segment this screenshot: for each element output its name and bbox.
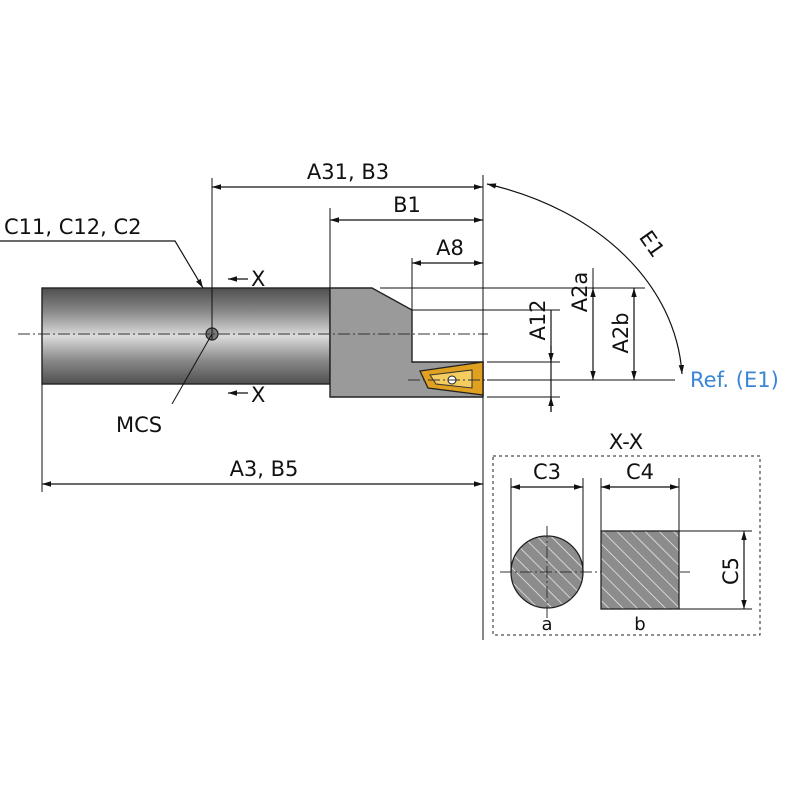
dim-e1-arc — [486, 183, 685, 375]
dimension-lines — [0, 183, 685, 487]
label-mcs: MCS — [116, 413, 162, 437]
label-c5: C5 — [719, 557, 743, 585]
label-x-bottom: X — [251, 383, 265, 407]
tool-body — [41, 287, 484, 398]
label-c3: C3 — [533, 460, 561, 484]
label-a31-b3: A31, B3 — [307, 160, 389, 184]
label-b1: B1 — [393, 193, 421, 217]
label-a8: A8 — [436, 236, 464, 260]
label-ref-e1: Ref. (E1) — [690, 368, 779, 392]
label-section-a: a — [541, 614, 552, 635]
label-e1: E1 — [634, 226, 669, 262]
section-round — [500, 526, 690, 618]
label-a3-b5: A3, B5 — [230, 457, 299, 481]
leader-mcs — [171, 333, 213, 405]
label-a2a: A2a — [568, 272, 592, 313]
label-x-top: X — [251, 267, 265, 291]
section-square — [600, 530, 680, 610]
shank — [41, 287, 331, 385]
section-frame — [492, 455, 761, 636]
label-a2b: A2b — [609, 312, 633, 353]
section-view: X-X C3 C4 C5 a b — [492, 430, 761, 636]
label-c11-c12-c2: C11, C12, C2 — [4, 215, 142, 239]
label-c4: C4 — [626, 460, 654, 484]
label-a12: A12 — [526, 299, 550, 340]
label-section-b: b — [634, 614, 645, 635]
label-section-title: X-X — [609, 430, 643, 454]
leader-c11-c12-c2 — [0, 240, 204, 289]
